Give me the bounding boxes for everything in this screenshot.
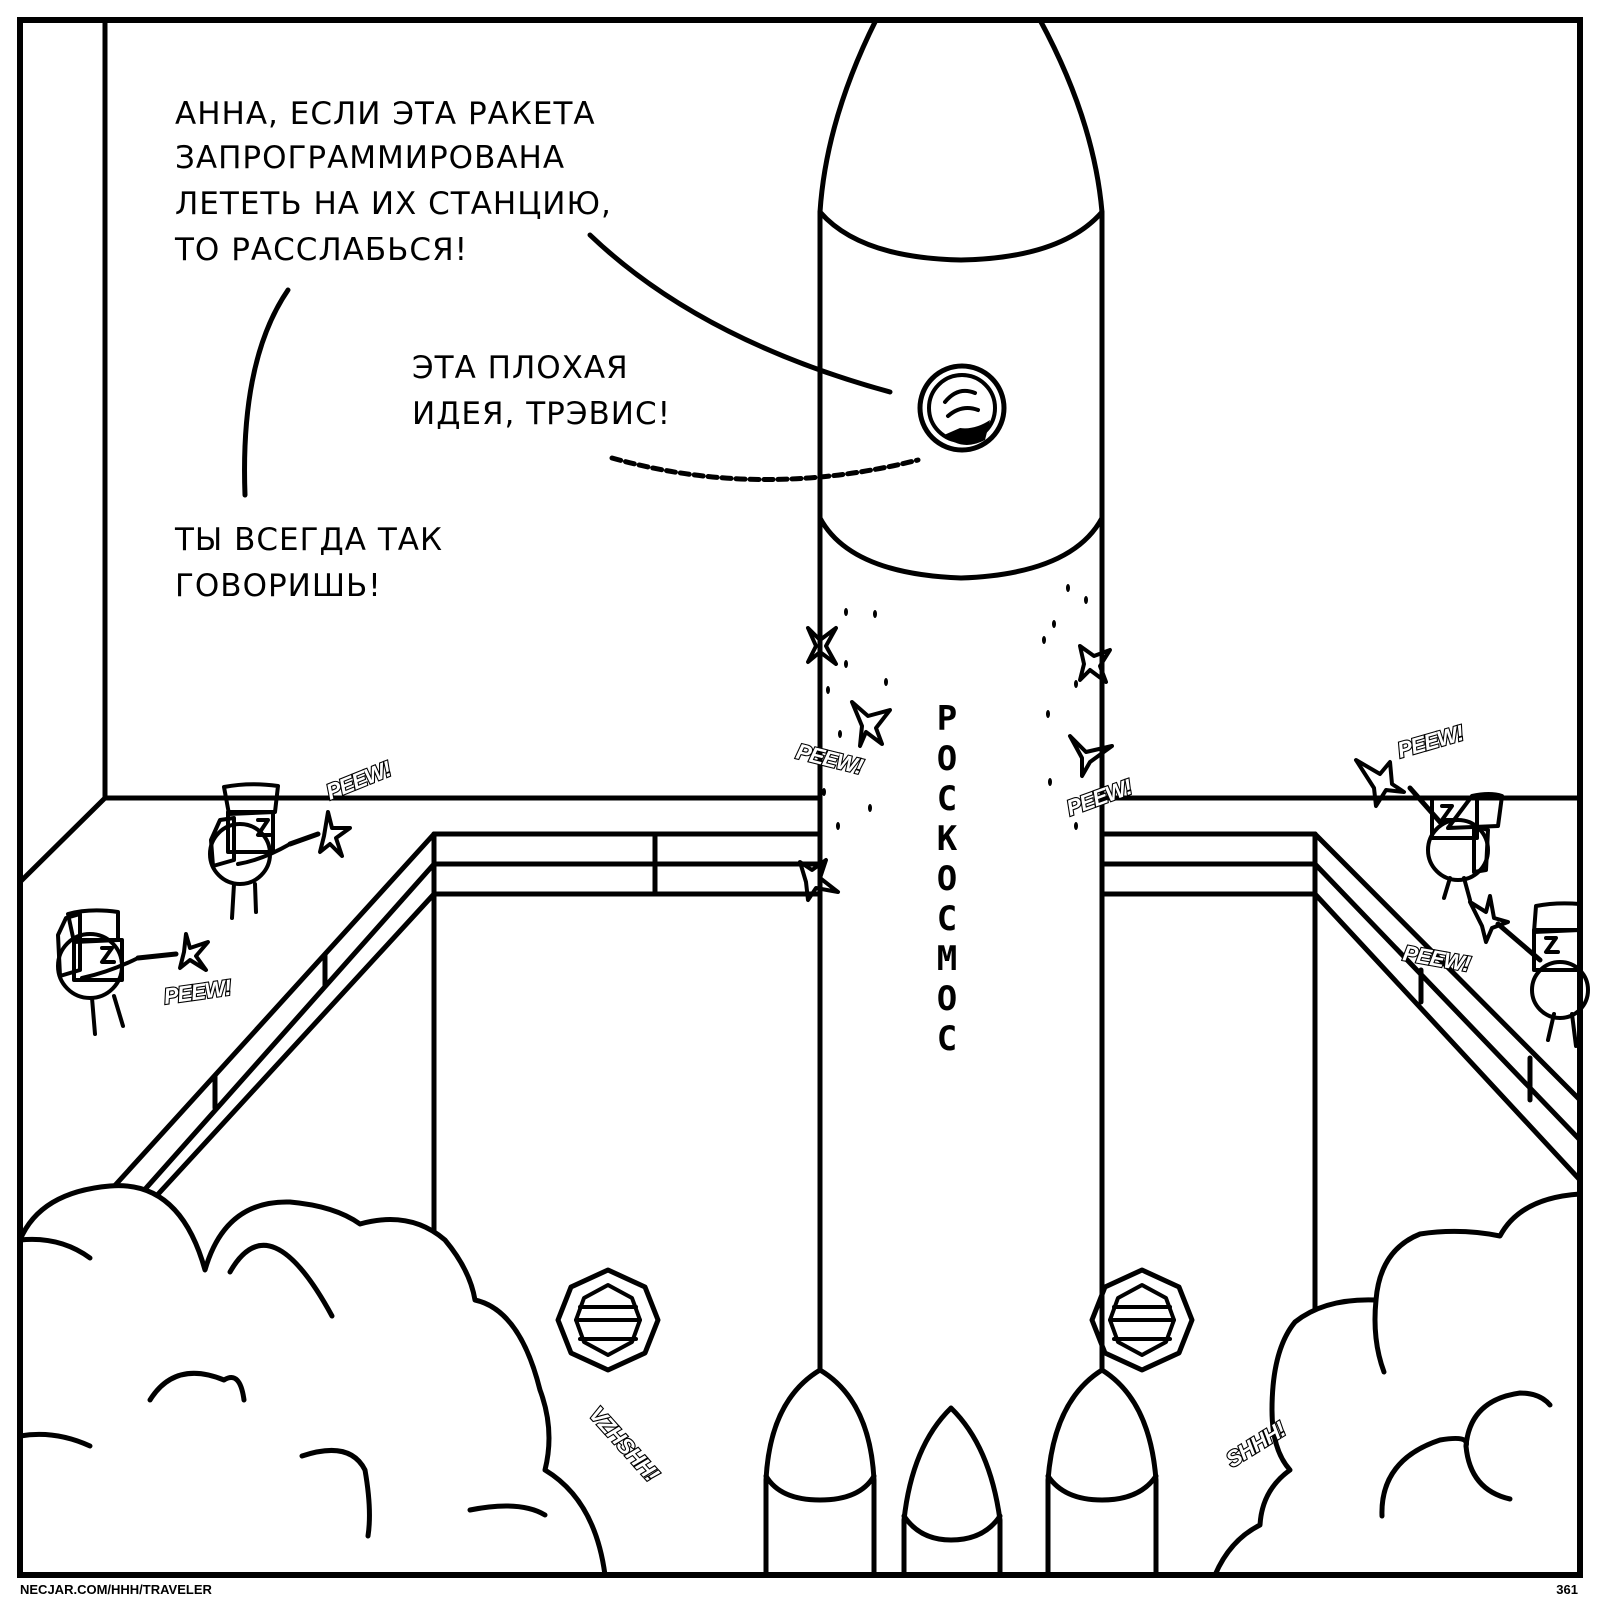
hull-letter: С	[937, 899, 957, 939]
svg-text:ЗАПРОГРАММИРОВАНА: ЗАПРОГРАММИРОВАНА	[175, 140, 565, 176]
bullet-impacts	[798, 584, 1114, 902]
speech-tails	[242, 232, 921, 498]
hull-letter: К	[937, 819, 958, 859]
speech-balloon-travis-1: АННА, ЕСЛИ ЭТА РАКЕТА ЗАПРОГРАММИРОВАНА …	[174, 96, 612, 268]
cosmonaut-2	[56, 908, 210, 1036]
hex-vent-left	[555, 1267, 661, 1373]
svg-text:ЛЕТЕТЬ НА ИХ СТАНЦИЮ,: ЛЕТЕТЬ НА ИХ СТАНЦИЮ,	[175, 186, 612, 222]
svg-text:ТЫ ВСЕГДА ТАК: ТЫ ВСЕГДА ТАК	[174, 522, 443, 558]
hull-letter: Р	[937, 699, 957, 739]
porthole	[917, 363, 1007, 453]
speech-balloon-anna: ЭТА ПЛОХАЯ ИДЕЯ, ТРЭВИС!	[412, 350, 671, 432]
hull-letter: С	[937, 1019, 957, 1059]
cosmonaut-4	[1468, 894, 1590, 1048]
cosmonaut-1	[208, 782, 352, 920]
hex-vent-right	[1089, 1267, 1195, 1373]
hull-text: Р О С К О С М О С	[937, 699, 958, 1059]
hull-letter: М	[937, 939, 957, 979]
panel-border	[17, 17, 1583, 1578]
hull-letter: О	[937, 859, 957, 899]
smoke-cloud-right	[1212, 1191, 1583, 1578]
speech-balloon-travis-2: ТЫ ВСЕГДА ТАК ГОВОРИШЬ!	[174, 522, 443, 604]
page-number: 361	[1556, 1582, 1578, 1597]
svg-text:АННА, ЕСЛИ ЭТА РАКЕТА: АННА, ЕСЛИ ЭТА РАКЕТА	[175, 96, 596, 132]
boosters	[763, 1367, 1159, 1575]
svg-text:ИДЕЯ, ТРЭВИС!: ИДЕЯ, ТРЭВИС!	[412, 396, 671, 432]
hull-letter: С	[937, 779, 957, 819]
smoke-cloud-left	[17, 1183, 608, 1578]
cosmonaut-3	[1354, 758, 1504, 902]
hull-letter: О	[937, 979, 957, 1019]
svg-text:ЭТА ПЛОХАЯ: ЭТА ПЛОХАЯ	[412, 350, 629, 386]
hull-letter: О	[937, 739, 957, 779]
site-credit: NECJAR.COM/HHH/TRAVELER	[20, 1582, 212, 1597]
rocket: Р О С К О С М О С	[817, 17, 1105, 1575]
svg-text:ТО РАССЛАБЬСЯ!: ТО РАССЛАБЬСЯ!	[174, 232, 468, 268]
svg-text:ГОВОРИШЬ!: ГОВОРИШЬ!	[175, 568, 382, 604]
